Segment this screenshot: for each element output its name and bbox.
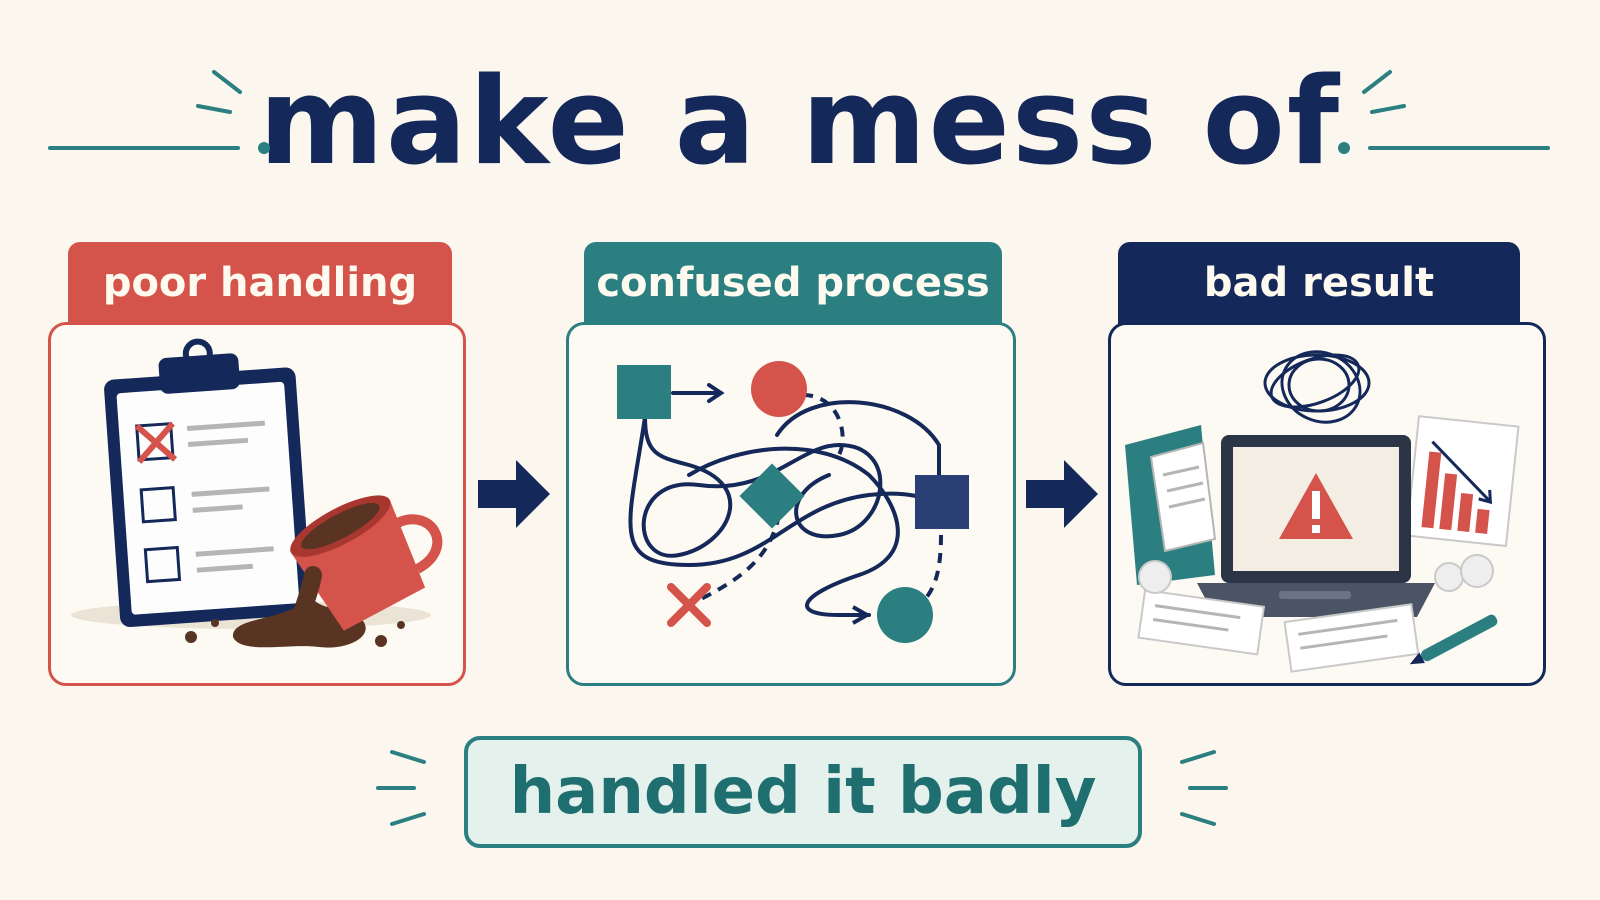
tangled-flowchart-icon — [617, 361, 969, 643]
title-dot-right — [1338, 142, 1350, 154]
arrow-right-icon — [1026, 460, 1098, 528]
step-panel-poor-handling — [48, 322, 466, 686]
step-panel-confused-process — [566, 322, 1016, 686]
summary-box: handled it badly — [464, 736, 1142, 848]
step-panel-bad-result — [1108, 322, 1546, 686]
summary-decoration-left — [376, 750, 426, 826]
page-title: make a mess of — [258, 53, 1342, 192]
title-decoration-right — [1362, 70, 1550, 150]
title-dot-left — [258, 142, 270, 154]
title-decoration-left — [48, 70, 242, 150]
step-label-bad-result: bad result — [1118, 242, 1520, 324]
arrow-right-icon — [478, 460, 550, 528]
clipboard-spilled-coffee-icon — [71, 338, 443, 648]
summary-decoration-right — [1180, 750, 1228, 826]
step-label-confused-process: confused process — [584, 242, 1002, 324]
broken-laptop-warning-icon — [1125, 350, 1520, 673]
step-label-poor-handling: poor handling — [68, 242, 452, 324]
